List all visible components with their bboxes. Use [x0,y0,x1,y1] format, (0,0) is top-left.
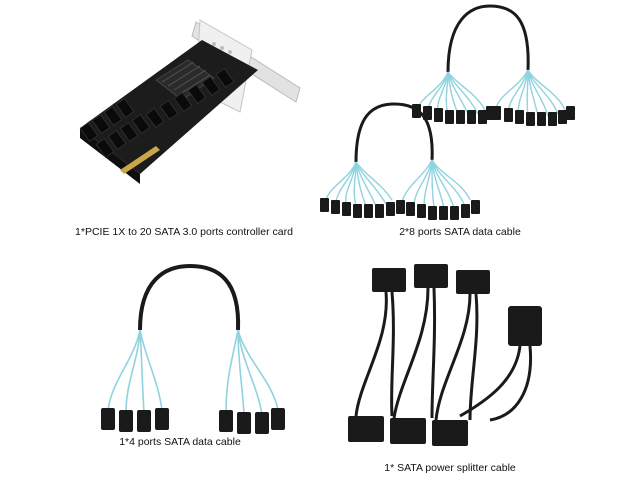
sata-4-port-cable-image [101,263,285,434]
sata-power-splitter-panel: 1* SATA power splitter cable [320,240,640,480]
sata-power-splitter-caption: 1* SATA power splitter cable [384,462,516,474]
sata-4-port-caption: 1*4 ports SATA data cable [119,436,241,448]
sata-8-port-caption: 2*8 ports SATA data cable [399,226,521,238]
sata-8-port-panel: 2*8 ports SATA data cable [320,0,640,240]
sata-4-port-panel: 1*4 ports SATA data cable [0,240,320,480]
sata-power-splitter-image [348,264,542,446]
pcie-card-image [79,19,301,184]
pcie-card-caption: 1*PCIE 1X to 20 SATA 3.0 ports controlle… [75,226,293,238]
pcie-card-panel: 1*PCIE 1X to 20 SATA 3.0 ports controlle… [0,0,320,240]
sata-8-port-cable-image [320,4,575,220]
